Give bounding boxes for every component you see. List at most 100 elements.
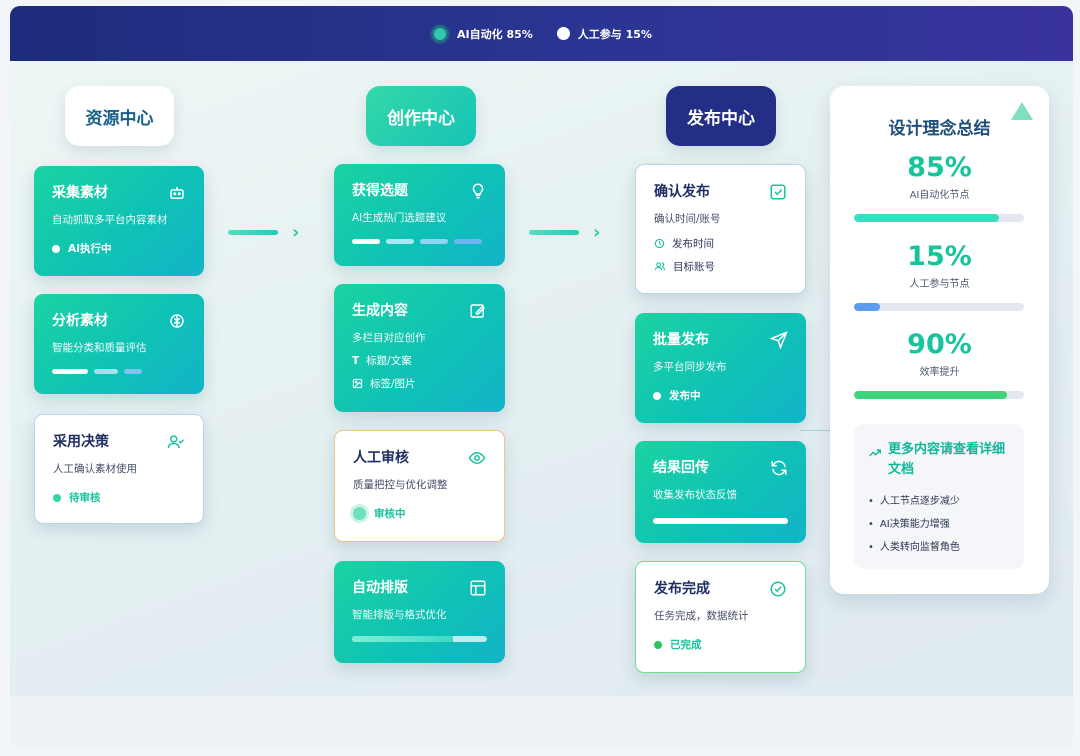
metric-human-participation: 15% 人工参与节点: [830, 241, 1049, 290]
status-pending-review: 待审核: [53, 490, 185, 505]
metric-track: [854, 391, 1024, 399]
progress-segment: [124, 369, 142, 374]
notes-title: 更多内容请查看详细文档: [888, 442, 1006, 478]
card-desc: 智能排版与格式优化: [352, 609, 447, 621]
card-get-topic[interactable]: 获得选题 AI生成热门选题建议: [334, 164, 505, 266]
feedback-progress-bar: [653, 518, 788, 524]
metric-label: 效率提升: [919, 367, 960, 378]
card-confirm-publish[interactable]: 确认发布 确认时间/账号 发布时间 目标账号: [635, 164, 806, 294]
card-desc: 收集发布状态反馈: [653, 489, 737, 501]
lightbulb-icon: [472, 183, 484, 199]
layout-icon: [470, 580, 486, 596]
list-item: 人类转向监督角色: [868, 538, 1010, 553]
card-auto-layout[interactable]: 自动排版 智能排版与格式优化: [334, 561, 505, 663]
metric-value: 85%: [907, 152, 972, 183]
metric-efficiency: 90% 效率提升: [830, 329, 1049, 378]
text-type-icon: T: [352, 354, 360, 367]
header-creation-center: 创作中心: [366, 86, 476, 146]
canvas: AI自动化 85% 人工参与 15% 资源中心 创作中心 发布中心 采集素材 自…: [10, 6, 1073, 748]
status-label: AI执行中: [68, 243, 112, 255]
card-publish-complete[interactable]: 发布完成 任务完成，数据统计 已完成: [635, 561, 806, 673]
user-check-icon: [167, 435, 185, 449]
status-label: 发布中: [669, 390, 701, 402]
card-collect-material[interactable]: 采集素材 自动抓取多平台内容素材 AI执行中: [34, 166, 204, 276]
status-dot: [653, 391, 661, 400]
legend-human-label: 人工参与 15%: [577, 27, 652, 41]
connector-line: [800, 430, 830, 431]
send-icon: [770, 331, 788, 349]
card-desc: 人工确认素材使用: [53, 463, 137, 475]
sub-label: 发布时间: [672, 238, 714, 250]
legend-bar: AI自动化 85% 人工参与 15%: [10, 6, 1073, 61]
metric-label: 人工参与节点: [909, 279, 970, 290]
header-publish-center: 发布中心: [666, 86, 776, 146]
status-dot: [654, 640, 662, 649]
card-title: 人工审核: [353, 450, 409, 466]
card-title: 自动排版: [352, 580, 408, 596]
chevron-right-icon: ›: [593, 222, 601, 243]
users-icon: [654, 262, 666, 271]
progress-bars: [352, 239, 487, 244]
card-desc: 任务完成，数据统计: [654, 610, 749, 622]
notes-box: 更多内容请查看详细文档 人工节点逐步减少 AI决策能力增强 人类转向监督角色: [854, 424, 1024, 569]
card-title: 确认发布: [654, 184, 710, 200]
card-result-feedback[interactable]: 结果回传 收集发布状态反馈: [635, 441, 806, 543]
status-dot: [353, 507, 366, 520]
status-reviewing: 审核中: [353, 506, 486, 521]
refresh-icon: [771, 460, 787, 476]
notes-heading[interactable]: 更多内容请查看详细文档: [868, 440, 1010, 480]
summary-panel: 设计理念总结 85% AI自动化节点 15% 人工参与节点 90% 效率提升 更…: [830, 86, 1049, 594]
chevron-right-icon: ›: [292, 222, 300, 243]
card-analyze-material[interactable]: 分析素材 智能分类和质量评估: [34, 294, 204, 394]
card-title: 发布完成: [654, 581, 710, 597]
flow-arrow-1: ›: [228, 222, 299, 243]
edit-icon: [470, 304, 486, 318]
metric-fill: [854, 214, 999, 222]
metric-value: 15%: [907, 241, 972, 272]
progress-segment: [454, 239, 482, 244]
card-desc: 智能分类和质量评估: [52, 342, 147, 354]
status-label: 已完成: [670, 639, 702, 651]
notes-list: 人工节点逐步减少 AI决策能力增强 人类转向监督角色: [868, 492, 1010, 553]
header-resource-center: 资源中心: [65, 86, 174, 146]
metric-track: [854, 214, 1024, 222]
status-dot: [53, 493, 61, 502]
card-title: 获得选题: [352, 183, 408, 199]
progress-segment: [352, 239, 380, 244]
layout-progress-fill: [352, 636, 454, 642]
metric-ai-automation: 85% AI自动化节点: [830, 152, 1049, 201]
progress-bars: [52, 369, 186, 374]
card-desc: 确认时间/账号: [654, 213, 721, 225]
metric-fill: [854, 391, 1007, 399]
sub-label: 目标账号: [673, 261, 715, 273]
bottom-strip: [10, 696, 1073, 748]
layout-progress-track: [352, 636, 487, 642]
card-desc: 自动抓取多平台内容素材: [52, 214, 168, 226]
status-label: 审核中: [374, 508, 406, 520]
metric-value: 90%: [907, 329, 972, 360]
arrow-line: [228, 230, 278, 235]
card-desc: 质量把控与优化调整: [353, 479, 448, 491]
summary-title: 设计理念总结: [888, 119, 991, 139]
status-ai-running: AI执行中: [52, 241, 186, 256]
card-batch-publish[interactable]: 批量发布 多平台同步发布 发布中: [635, 313, 806, 423]
card-adoption-decision[interactable]: 采用决策 人工确认素材使用 待审核: [34, 414, 204, 524]
brain-icon: [170, 314, 184, 328]
list-item: AI决策能力增强: [868, 515, 1010, 530]
status-completed: 已完成: [654, 637, 787, 652]
trending-up-icon: [869, 449, 881, 457]
sub-item-tag-image: 标签/图片: [352, 376, 487, 391]
progress-segment: [94, 369, 118, 374]
progress-segment: [386, 239, 414, 244]
progress-segment: [420, 239, 448, 244]
card-desc: 多栏目对应创作: [352, 332, 426, 344]
legend-ai-label: AI自动化 85%: [457, 27, 533, 41]
card-manual-review[interactable]: 人工审核 质量把控与优化调整 审核中: [334, 430, 505, 542]
metric-label: AI自动化节点: [909, 190, 970, 201]
legend-human-dot: [556, 27, 570, 40]
image-icon: [352, 378, 363, 389]
sub-item-publish-time: 发布时间: [654, 236, 787, 251]
card-title: 批量发布: [653, 332, 709, 348]
